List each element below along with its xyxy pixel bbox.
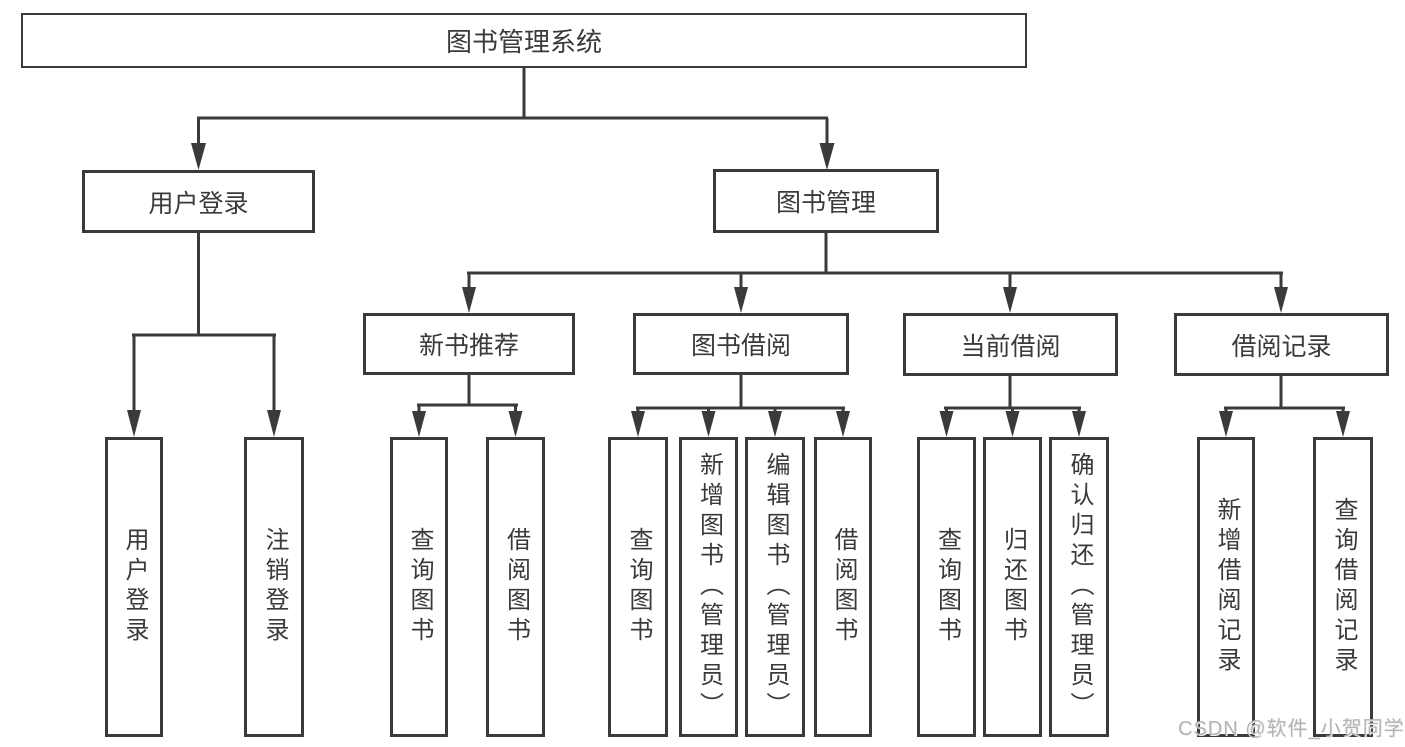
- node-leaf-query-books-recommend: 查询图书: [390, 437, 448, 737]
- node-label: 图书管理: [775, 189, 876, 217]
- node-new-book-recommend: 新书推荐: [363, 313, 575, 375]
- connector-user-login-to-leaves: [132, 233, 276, 414]
- node-label: 用户登录: [148, 189, 249, 218]
- connector-borrowing-records-to-leaves: [1224, 376, 1345, 414]
- node-label: 确认归还（管理员）: [1066, 452, 1093, 722]
- node-book-borrowing: 图书借阅: [633, 313, 849, 375]
- node-book-management: 图书管理: [713, 169, 939, 233]
- node-leaf-query-borrowing-record: 查询借阅记录: [1313, 437, 1373, 737]
- csdn-watermark: CSDN @软件_小贺同学: [1178, 718, 1405, 740]
- node-leaf-add-borrowing-record: 新增借阅记录: [1197, 437, 1255, 737]
- connector-root-to-level2: [197, 68, 829, 145]
- connector-book-management-to-level3: [467, 233, 1283, 289]
- node-label: 归还图书: [999, 527, 1027, 647]
- connector-book-borrowing-to-leaves: [636, 375, 845, 414]
- connector-current-borrowing-to-leaves: [944, 376, 1081, 414]
- node-leaf-logout: 注销登录: [244, 437, 304, 737]
- node-label: 用户登录: [121, 527, 148, 647]
- node-leaf-borrow-books-recommend: 借阅图书: [486, 437, 545, 737]
- node-label: 查询图书: [933, 527, 961, 647]
- node-leaf-confirm-return-admin: 确认归还（管理员）: [1049, 437, 1109, 737]
- node-label: 查询图书: [625, 527, 652, 647]
- node-label: 图书管理系统: [445, 27, 602, 57]
- node-label: 借阅记录: [1231, 332, 1332, 361]
- node-leaf-borrow-books: 借阅图书: [814, 437, 872, 737]
- node-label: 当前借阅: [960, 332, 1061, 361]
- node-leaf-query-books-borrowing: 查询图书: [608, 437, 668, 737]
- node-label: 编辑图书（管理员）: [762, 452, 789, 722]
- node-leaf-edit-books-admin: 编辑图书（管理员）: [745, 437, 805, 737]
- node-current-borrowing: 当前借阅: [903, 313, 1118, 376]
- node-label: 注销登录: [261, 527, 288, 647]
- connector-new-book-recommend-to-leaves: [417, 375, 518, 414]
- node-label: 借阅图书: [830, 527, 857, 647]
- node-label: 借阅图书: [502, 527, 530, 647]
- node-leaf-query-books-current: 查询图书: [917, 437, 976, 737]
- arrowheads: [127, 143, 1350, 437]
- node-library-management-system: 图书管理系统: [21, 13, 1027, 68]
- node-user-login: 用户登录: [82, 170, 315, 233]
- node-leaf-user-login: 用户登录: [105, 437, 163, 737]
- node-leaf-return-books: 归还图书: [983, 437, 1042, 737]
- node-label: 新增图书（管理员）: [695, 452, 723, 722]
- node-label: 新书推荐: [418, 332, 519, 360]
- node-label: 查询图书: [406, 527, 433, 647]
- node-label: 新增借阅记录: [1213, 497, 1240, 677]
- node-borrowing-records: 借阅记录: [1174, 313, 1389, 376]
- node-leaf-add-books-admin: 新增图书（管理员）: [679, 437, 738, 737]
- node-label: 查询借阅记录: [1330, 497, 1357, 677]
- node-label: 图书借阅: [690, 332, 791, 360]
